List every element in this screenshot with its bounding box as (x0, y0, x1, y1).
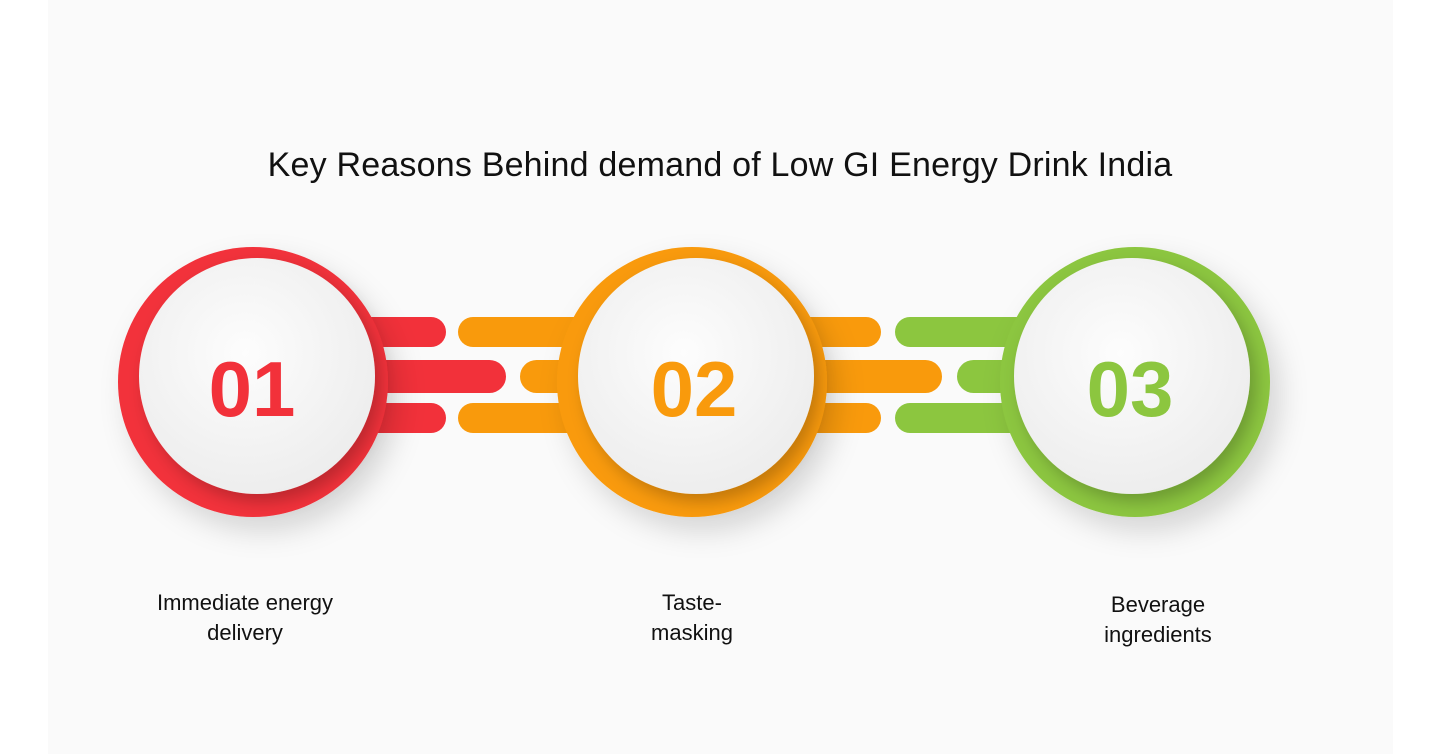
step-3-label-line1: Beverage (1110, 592, 1206, 617)
step-3-label: Beverage ingredients (1008, 590, 1308, 650)
page-title: Key Reasons Behind demand of Low GI Ener… (267, 146, 1173, 184)
step-2-label-line1: Taste- (662, 590, 722, 615)
step-1-label-line2: delivery (207, 620, 283, 645)
step-1-number: 01 (209, 345, 296, 433)
step-2-label-line2: masking (651, 620, 733, 645)
step-1-label-line1: Immediate energy (156, 590, 334, 615)
step-3-circle: 03 (1000, 247, 1270, 517)
step-3-number: 03 (1087, 345, 1174, 433)
step-2-label: Taste- masking (542, 588, 842, 648)
step-1-circle: 01 (118, 247, 388, 517)
step-3-label-line2: ingredients (1104, 622, 1212, 647)
step-1-label: Immediate energy delivery (95, 588, 395, 648)
step-2-circle: 02 (557, 247, 827, 517)
step-2-number: 02 (651, 345, 738, 433)
